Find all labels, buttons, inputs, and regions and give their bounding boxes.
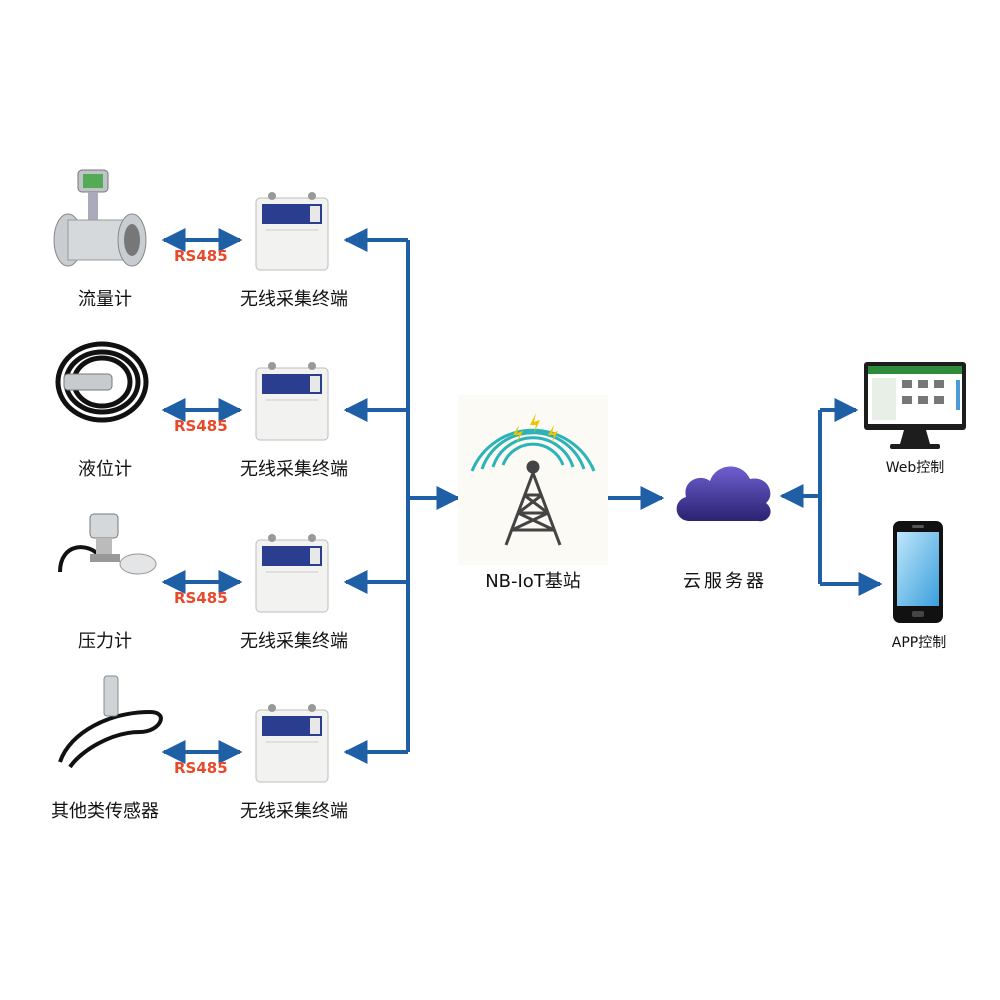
- sensor-label: 其他类传感器: [51, 801, 159, 822]
- protocol-label: RS485: [174, 417, 228, 435]
- sensor-label: 压力计: [78, 631, 132, 652]
- terminal-device: [252, 360, 332, 442]
- sensor-probe-icon: [50, 672, 170, 782]
- level-gauge-icon: [50, 330, 170, 440]
- terminal-device: [252, 702, 332, 784]
- app-client: [892, 520, 944, 624]
- cloud-label: 云服务器: [683, 571, 767, 592]
- cloud-icon: [676, 466, 771, 522]
- terminal-label: 无线采集终端: [240, 289, 348, 310]
- sensor-label: 流量计: [78, 289, 132, 310]
- web-client-label: Web控制: [885, 460, 945, 476]
- terminal-device: [252, 532, 332, 614]
- cloud-server: [670, 455, 780, 535]
- terminal-label: 无线采集终端: [240, 459, 348, 480]
- pressure-gauge-icon: [50, 502, 170, 612]
- protocol-label: RS485: [174, 759, 228, 777]
- protocol-label: RS485: [174, 589, 228, 607]
- web-client: [862, 360, 968, 452]
- base-station-label: NB-IoT基站: [485, 571, 581, 592]
- sensor-label: 液位计: [78, 459, 132, 480]
- base-station: [458, 395, 608, 565]
- protocol-label: RS485: [174, 247, 228, 265]
- cell-tower-icon: [458, 395, 608, 565]
- terminal-device: [252, 190, 332, 272]
- smartphone-icon: [893, 521, 943, 623]
- app-client-label: APP控制: [891, 635, 947, 651]
- flowmeter-icon: [50, 160, 170, 270]
- terminal-label: 无线采集终端: [240, 631, 348, 652]
- monitor-icon: [864, 362, 966, 449]
- terminal-label: 无线采集终端: [240, 801, 348, 822]
